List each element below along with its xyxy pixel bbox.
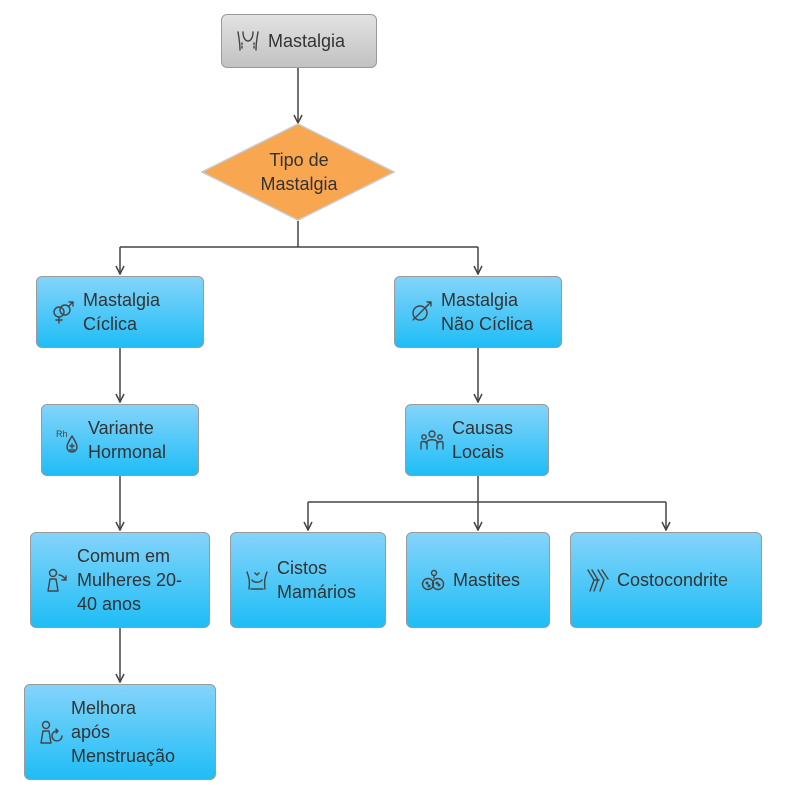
edge-causas-split	[308, 476, 666, 503]
torso-icon	[243, 566, 271, 594]
node-cistos-mamarios[interactable]: Cistos Mamários	[230, 532, 386, 628]
melhora-label: Melhora após Menstruação	[71, 698, 176, 766]
node-melhora-menstruacao[interactable]: Melhora após Menstruação	[24, 684, 216, 780]
decision-label: Tipo de Mastalgia	[260, 150, 338, 194]
body-torso-icon	[234, 27, 262, 55]
node-mastites[interactable]: Mastites	[406, 532, 550, 628]
edge-decision-branches	[120, 221, 478, 248]
node-variante-hormonal[interactable]: Rh Variante Hormonal	[41, 404, 199, 476]
costocondrite-label: Costocondrite	[617, 570, 729, 590]
hormonal-label: Variante Hormonal	[88, 418, 167, 462]
node-causas-locais[interactable]: Causas Locais	[405, 404, 549, 476]
rh-drop-icon: Rh	[54, 426, 82, 454]
ciclica-label: Mastalgia Cíclica	[83, 290, 161, 334]
node-mastalgia-ciclica[interactable]: Mastalgia Cíclica	[36, 276, 204, 348]
woman-cycle-icon	[37, 718, 65, 746]
node-costocondrite[interactable]: Costocondrite	[570, 532, 762, 628]
mastites-label: Mastites	[453, 570, 521, 590]
cistos-label: Cistos Mamários	[277, 558, 357, 602]
bacteria-icon	[419, 566, 447, 594]
causas-label: Causas Locais	[452, 418, 514, 462]
nao-ciclica-label: Mastalgia Não Cíclica	[441, 290, 534, 334]
joint-icon	[583, 566, 611, 594]
comum-label: Comum em Mulheres 20- 40 anos	[77, 546, 183, 614]
node-mastalgia-nao-ciclica[interactable]: Mastalgia Não Cíclica	[394, 276, 562, 348]
node-comum-mulheres[interactable]: Comum em Mulheres 20- 40 anos	[30, 532, 210, 628]
root-node-mastalgia[interactable]: Mastalgia	[221, 14, 377, 68]
root-label: Mastalgia	[268, 31, 346, 51]
svg-text:Rh: Rh	[56, 429, 68, 439]
woman-arrow-icon	[43, 566, 71, 594]
group-people-icon	[418, 426, 446, 454]
decision-diamond	[200, 123, 396, 221]
gender-symbols-icon	[49, 298, 77, 326]
crossed-gender-icon	[407, 298, 435, 326]
